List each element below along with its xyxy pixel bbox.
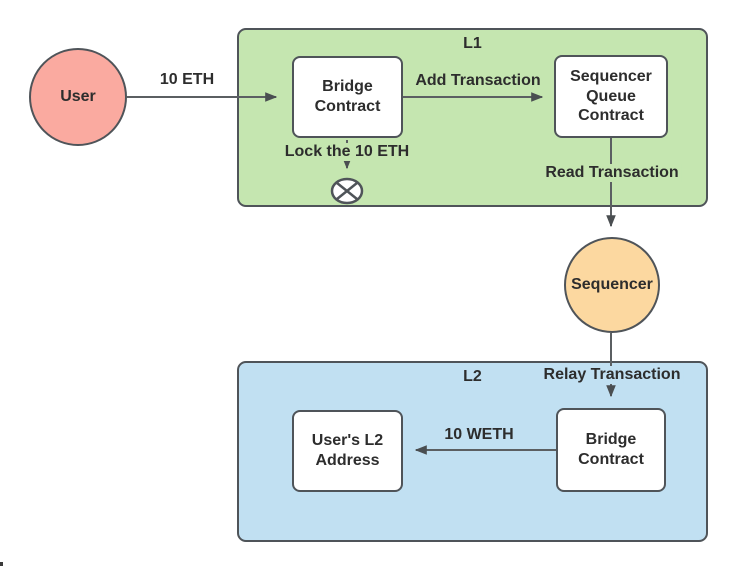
user-node-label: User (60, 88, 96, 105)
l1-bridge-contract-label: Bridge Contract (314, 78, 381, 115)
edge-label-lock-the-10-eth: Lock the 10 ETH (281, 143, 413, 161)
user-l2-address-node: User's L2 Address (292, 410, 403, 492)
sequencer-node-label: Sequencer (571, 276, 653, 293)
sequencer-node: Sequencer (564, 237, 660, 333)
l2-bridge-contract-label: Bridge Contract (578, 431, 644, 468)
user-node: User (29, 48, 127, 146)
user-l2-address-label: User's L2 Address (311, 432, 384, 469)
l2-label: L2 (463, 368, 482, 385)
edge-label-10-weth: 10 WETH (444, 426, 514, 443)
sequencer-queue-contract-node: Sequencer Queue Contract (554, 55, 668, 138)
edge-label-10-eth: 10 ETH (159, 71, 215, 88)
l2-bridge-contract-node: Bridge Contract (556, 408, 666, 492)
l1-bridge-contract-node: Bridge Contract (292, 56, 403, 138)
stray-mark (0, 562, 3, 566)
sequencer-queue-contract-label: Sequencer Queue Contract (570, 68, 652, 125)
edge-label-relay-transaction: Relay Transaction (540, 366, 684, 384)
edge-label-read-transaction: Read Transaction (542, 164, 682, 182)
l1-label: L1 (463, 35, 482, 52)
edge-label-add-transaction: Add Transaction (415, 72, 541, 89)
